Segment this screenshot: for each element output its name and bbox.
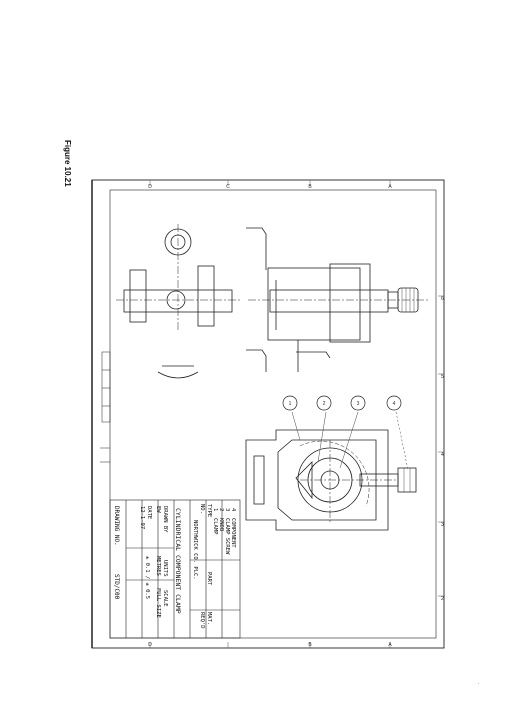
svg-text:1: 1 xyxy=(289,401,292,407)
parts-col-no: NO. xyxy=(199,504,205,514)
zone-number: 3 xyxy=(441,522,444,528)
company-name: NORTHWICK CO. PLC. xyxy=(192,520,198,580)
svg-text:2: 2 xyxy=(323,401,326,407)
drawn-by: EW xyxy=(155,506,161,513)
zone-letter: B xyxy=(308,184,312,190)
front-view xyxy=(245,429,417,531)
zone-number: 6 xyxy=(441,296,444,302)
parts-item-4: 4 COMPONENT xyxy=(230,508,236,548)
zone-ticks xyxy=(149,180,444,648)
zone-letter: A xyxy=(388,642,392,648)
zone-number: 5 xyxy=(441,374,444,380)
balloon-3: 3 xyxy=(350,395,366,411)
zone-letter: C xyxy=(226,184,230,190)
balloon-4: 4 xyxy=(386,395,402,411)
date-label: DATE xyxy=(146,506,152,520)
zone-letter: D xyxy=(148,184,152,190)
balloon-2: 2 xyxy=(316,395,332,411)
units: METRES xyxy=(155,556,161,576)
drawn-by-label: DRAWN BY xyxy=(162,506,168,533)
title-block-grid xyxy=(109,499,241,639)
elevation-view xyxy=(246,227,430,372)
page-number: . xyxy=(478,680,480,686)
drawing-title: CYLINDRICAL COMPONENT CLAMP xyxy=(174,508,182,614)
tolerance: ± 0.1 / ± 0.5 xyxy=(144,556,150,600)
parts-item-3: 3 CLAMP SCREW xyxy=(224,508,230,555)
drawing-no-label: DRAWING NO. xyxy=(113,506,120,546)
parts-col-part: PART xyxy=(206,572,212,586)
zone-letter: D xyxy=(148,642,152,648)
plan-view xyxy=(116,224,240,379)
zone-letter: B xyxy=(308,642,312,648)
leader-lines xyxy=(291,411,409,471)
parts-item-1: 1 CLAMP xyxy=(212,508,218,535)
zone-letter: A xyxy=(388,184,392,190)
date: 12-1-97 xyxy=(139,506,145,530)
svg-text:4: 4 xyxy=(393,401,396,407)
zone-number: 4 xyxy=(441,452,444,458)
units-label: UNITS xyxy=(162,560,168,577)
zone-number: 2 xyxy=(441,596,444,602)
svg-text:3: 3 xyxy=(357,401,360,407)
parts-item-2: 2 KNOB xyxy=(218,508,224,532)
revision-strip xyxy=(100,351,111,463)
balloon-1: 1 xyxy=(282,395,298,411)
scale: FULL SIZE xyxy=(155,588,161,618)
parts-col-reqd: REQ'D xyxy=(199,612,205,629)
parts-col-type: TYPE xyxy=(206,504,212,518)
parts-col-mat: MAT. xyxy=(206,612,212,626)
scale-label: SCALE xyxy=(162,590,168,607)
drawing-no: STD/C00 xyxy=(113,574,120,600)
